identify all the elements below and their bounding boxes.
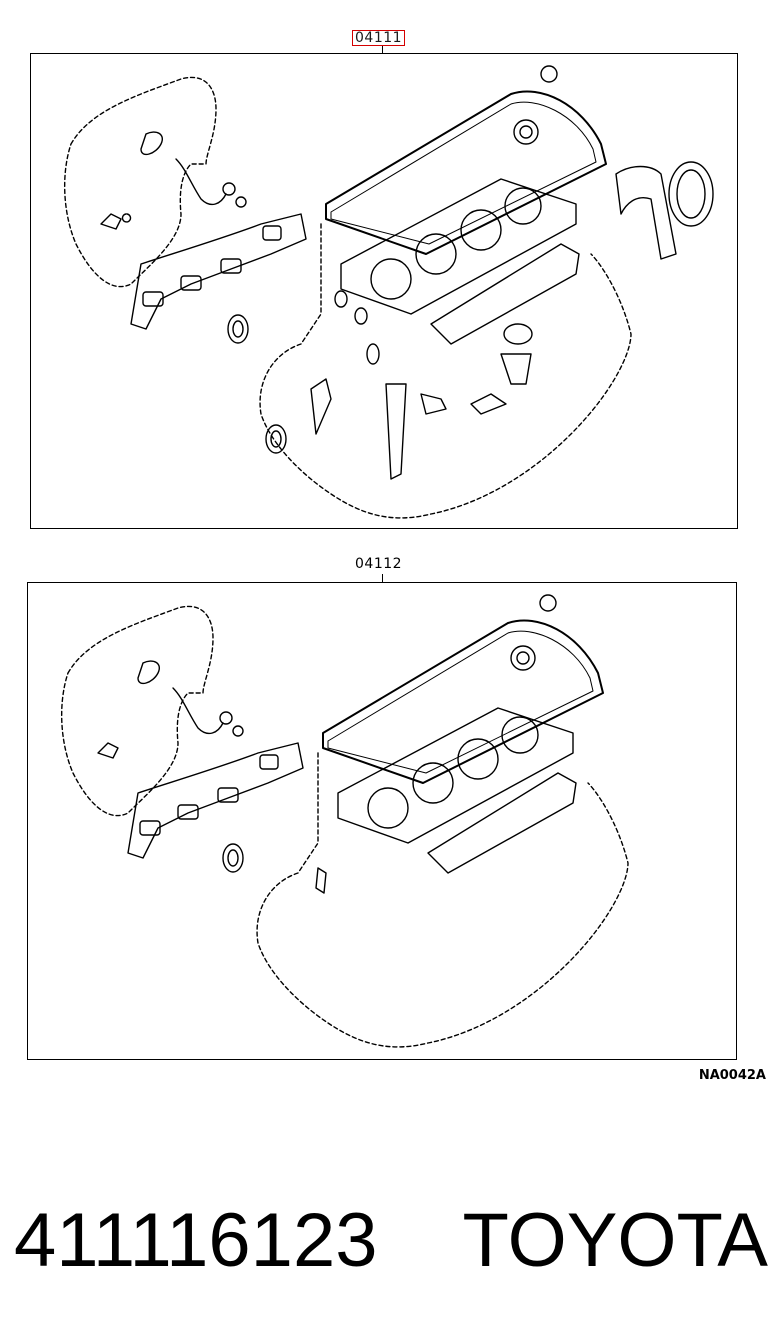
part-number: 411116123 bbox=[14, 1198, 378, 1283]
intake-manifold-outline bbox=[61, 605, 214, 817]
hose bbox=[175, 158, 227, 206]
brand-name: TOYOTA bbox=[462, 1198, 768, 1283]
engine-block-outline bbox=[256, 752, 629, 1048]
rear-seal-retainer bbox=[615, 165, 677, 260]
manifold-gasket bbox=[137, 660, 160, 685]
engine-gasket-diagram-full bbox=[64, 65, 714, 519]
head-cover-gasket bbox=[322, 619, 604, 784]
throttle-gasket bbox=[97, 742, 119, 759]
ref-label-04112[interactable]: 04112 bbox=[355, 556, 403, 572]
head-cover-gasket bbox=[325, 90, 607, 255]
exhaust-flange-gasket bbox=[430, 243, 580, 345]
ref-label-04111[interactable]: 04111 bbox=[352, 30, 406, 46]
manifold-gasket bbox=[140, 131, 163, 156]
exhaust-manifold-gasket bbox=[130, 213, 307, 330]
exhaust-flange-gasket bbox=[427, 772, 577, 874]
label-leader-line bbox=[382, 574, 383, 582]
diagram-code: NA0042A bbox=[698, 1068, 766, 1083]
caption-bar: 411116123 TOYOTA bbox=[0, 1196, 784, 1286]
hose bbox=[172, 687, 224, 735]
engine-block-outline bbox=[259, 223, 632, 519]
label-leader-line bbox=[382, 46, 383, 54]
exhaust-manifold-gasket bbox=[127, 742, 304, 859]
cylinder-head-gasket bbox=[337, 707, 574, 844]
throttle-gasket bbox=[100, 213, 132, 230]
timing-cover-gasket bbox=[310, 378, 332, 435]
gasket-kit-panel-04111 bbox=[30, 53, 738, 529]
gasket-kit-panel-04112 bbox=[27, 582, 737, 1060]
cylinder-head-gasket bbox=[340, 178, 577, 315]
engine-gasket-diagram-head bbox=[61, 594, 629, 1048]
intake-manifold-outline bbox=[64, 76, 217, 288]
